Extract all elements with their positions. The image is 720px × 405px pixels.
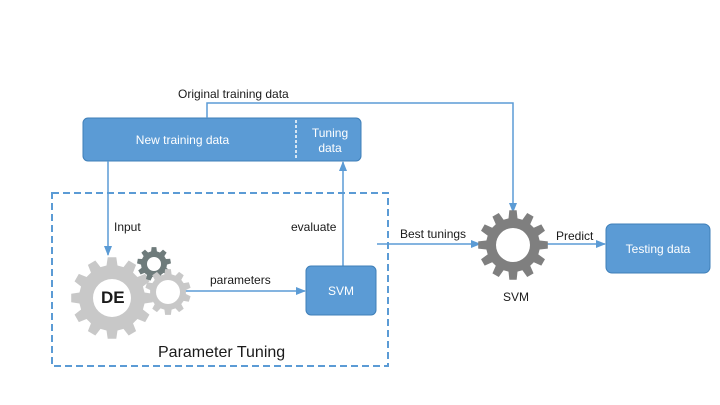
tuning-data-line2: data xyxy=(318,141,342,155)
svm-gear-label: SVM xyxy=(503,290,530,304)
svm-box-label: SVM xyxy=(327,284,354,298)
gear-small-light-icon xyxy=(145,269,191,315)
original-training-data-label: Original training data xyxy=(178,87,289,101)
input-label: Input xyxy=(114,220,141,234)
tuning-data-label: Tuning data xyxy=(300,126,360,156)
training-data-bar xyxy=(82,117,362,162)
testing-data-box xyxy=(605,223,711,274)
gear-large-icon xyxy=(71,257,153,339)
tuning-data-line1: Tuning xyxy=(311,126,349,140)
original-data-arrow xyxy=(206,102,517,213)
testing-data-label: Testing data xyxy=(625,242,691,256)
best-tunings-label: Best tunings xyxy=(400,227,467,241)
evaluate-label: evaluate xyxy=(291,220,337,234)
new-training-data-label: New training data xyxy=(135,133,230,147)
de-label: DE xyxy=(101,288,125,307)
parameters-label: parameters xyxy=(210,273,271,287)
gear-small-dark-icon xyxy=(137,247,171,281)
gear-svm-icon xyxy=(478,210,548,280)
svm-box xyxy=(305,265,377,316)
predict-label: Predict xyxy=(556,229,594,243)
parameter-tuning-region xyxy=(51,192,389,367)
parameter-tuning-title: Parameter Tuning xyxy=(158,344,286,361)
